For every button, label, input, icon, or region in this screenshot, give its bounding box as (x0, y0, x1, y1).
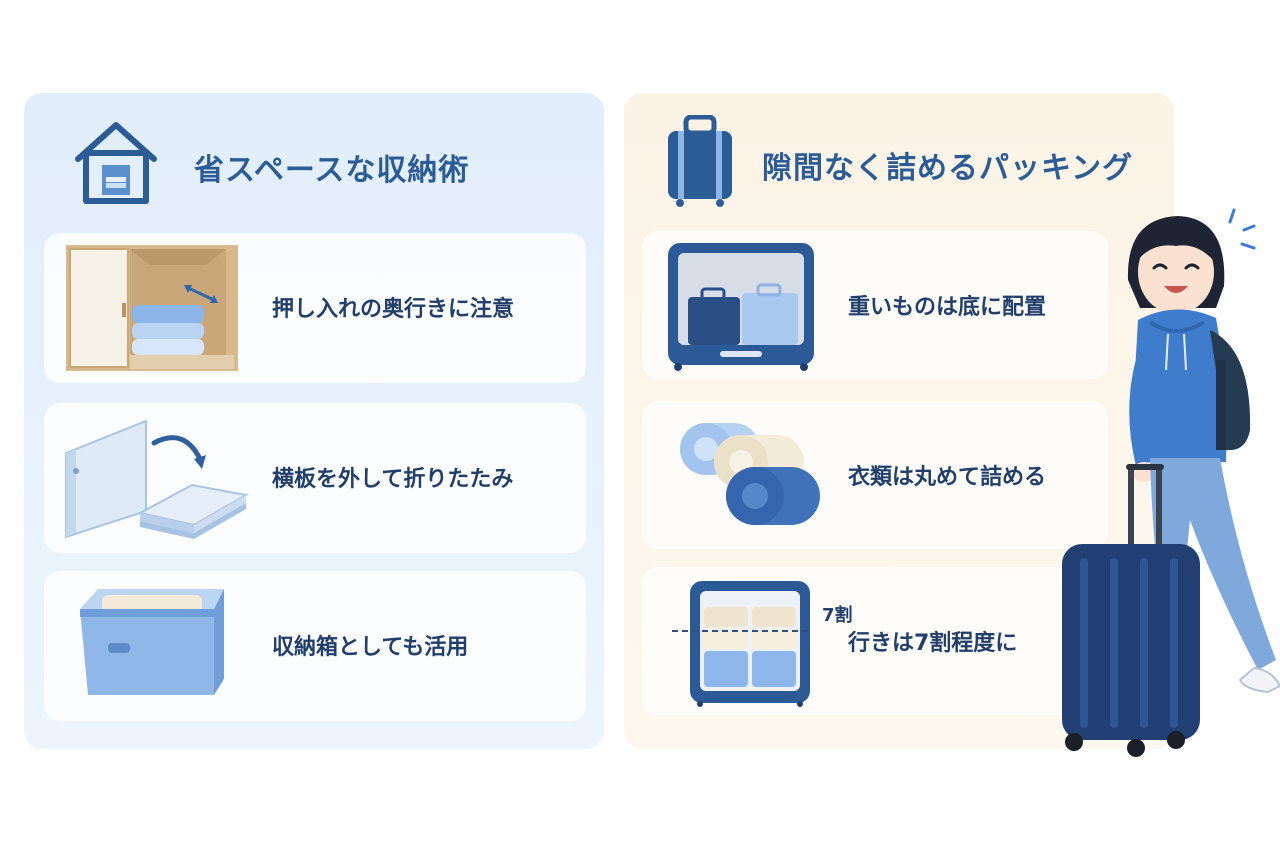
storage-title: 省スペースな収納術 (194, 153, 470, 188)
fold-board-icon (65, 419, 249, 539)
list-item: 衣類は丸めて詰める (642, 401, 1108, 549)
storage-panel: 省スペースな収納術 押し入れの奥行きに注意 (24, 93, 604, 749)
house-storage-icon (75, 122, 157, 204)
item-label: 押し入れの奥行きに注意 (272, 297, 515, 322)
traveler-girl-illustration (1062, 208, 1280, 757)
suitcase-icon (668, 115, 732, 207)
list-item: 重いものは底に配置 (642, 231, 1108, 379)
list-item: 横板を外して折りたたみ (44, 403, 586, 553)
item-label: 行きは7割程度に (848, 631, 1018, 656)
list-item: 押し入れの奥行きに注意 (44, 233, 586, 383)
open-suitcase-icon (668, 243, 814, 371)
list-item: 7割 行きは7割程度に (642, 567, 1108, 715)
item-label: 収納箱としても活用 (272, 635, 469, 660)
seventy-percent-annotation: 7割 (822, 605, 853, 626)
storage-box-icon (80, 589, 224, 695)
item-label: 重いものは底に配置 (848, 295, 1047, 320)
item-label: 横板を外して折りたたみ (272, 467, 514, 492)
item-label: 衣類は丸めて詰める (848, 465, 1047, 490)
suitcase-70-percent-icon (672, 581, 812, 707)
rolled-clothes-icon (680, 423, 820, 525)
list-item: 収納箱としても活用 (44, 571, 586, 721)
closet-depth-icon (66, 245, 238, 371)
packing-title: 隙間なく詰めるパッキング (762, 151, 1134, 186)
